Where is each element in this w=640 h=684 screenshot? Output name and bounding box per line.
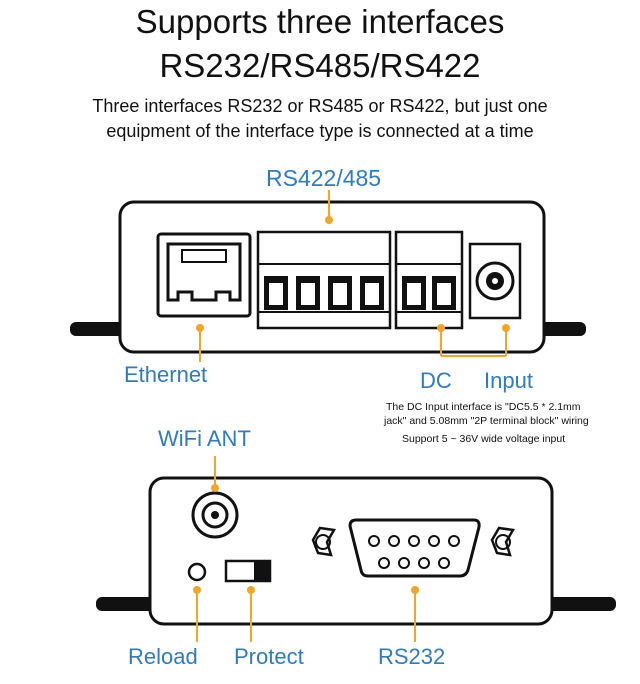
ethernet-leader-dot <box>196 324 204 332</box>
protect-leader-dot <box>247 586 255 594</box>
rs232-leader-dot <box>411 586 419 594</box>
wifi-antenna-connector-icon <box>191 491 239 539</box>
input-leader-dot <box>502 324 510 332</box>
title-line-1: Supports three interfaces <box>135 3 505 40</box>
rs485-leader-dot <box>325 216 333 224</box>
title-line-2: RS232/RS485/RS422 <box>159 47 481 84</box>
ethernet-port-icon <box>156 232 252 318</box>
protect-switch-icon <box>224 559 272 583</box>
dc-note-line-2: jack" and 5.08mm "2P terminal block" wir… <box>384 415 589 427</box>
dc-leader-dot <box>437 324 445 332</box>
rs232-label: RS232 <box>378 644 446 669</box>
input-label: Input <box>484 368 533 393</box>
rs422-485-label: RS422/485 <box>266 165 382 191</box>
rs485-terminal-block-icon <box>256 230 392 330</box>
dc-terminal-block-icon <box>394 230 464 330</box>
subtitle-line-2: equipment of the interface type is conne… <box>106 121 534 141</box>
wifi-ant-label: WiFi ANT <box>158 426 251 451</box>
dc-jack-icon <box>468 242 522 320</box>
ethernet-label: Ethernet <box>124 362 208 387</box>
front-leader-lines <box>199 190 507 362</box>
rear-device <box>96 456 616 642</box>
dc-note-line-1: The DC Input interface is "DC5.5 * 2.1mm <box>386 401 581 413</box>
rs232-db9-port-icon <box>311 518 516 578</box>
dc-note-line-3: Support 5 ~ 36V wide voltage input <box>402 433 566 445</box>
wifi-leader-dot <box>211 484 219 492</box>
reload-button-icon <box>187 562 207 582</box>
protect-label: Protect <box>234 644 304 669</box>
dc-label: DC <box>420 368 452 393</box>
front-device <box>70 190 586 362</box>
subtitle-line-1: Three interfaces RS232 or RS485 or RS422… <box>92 96 548 116</box>
reload-leader-dot <box>193 586 201 594</box>
reload-label: Reload <box>128 644 198 669</box>
